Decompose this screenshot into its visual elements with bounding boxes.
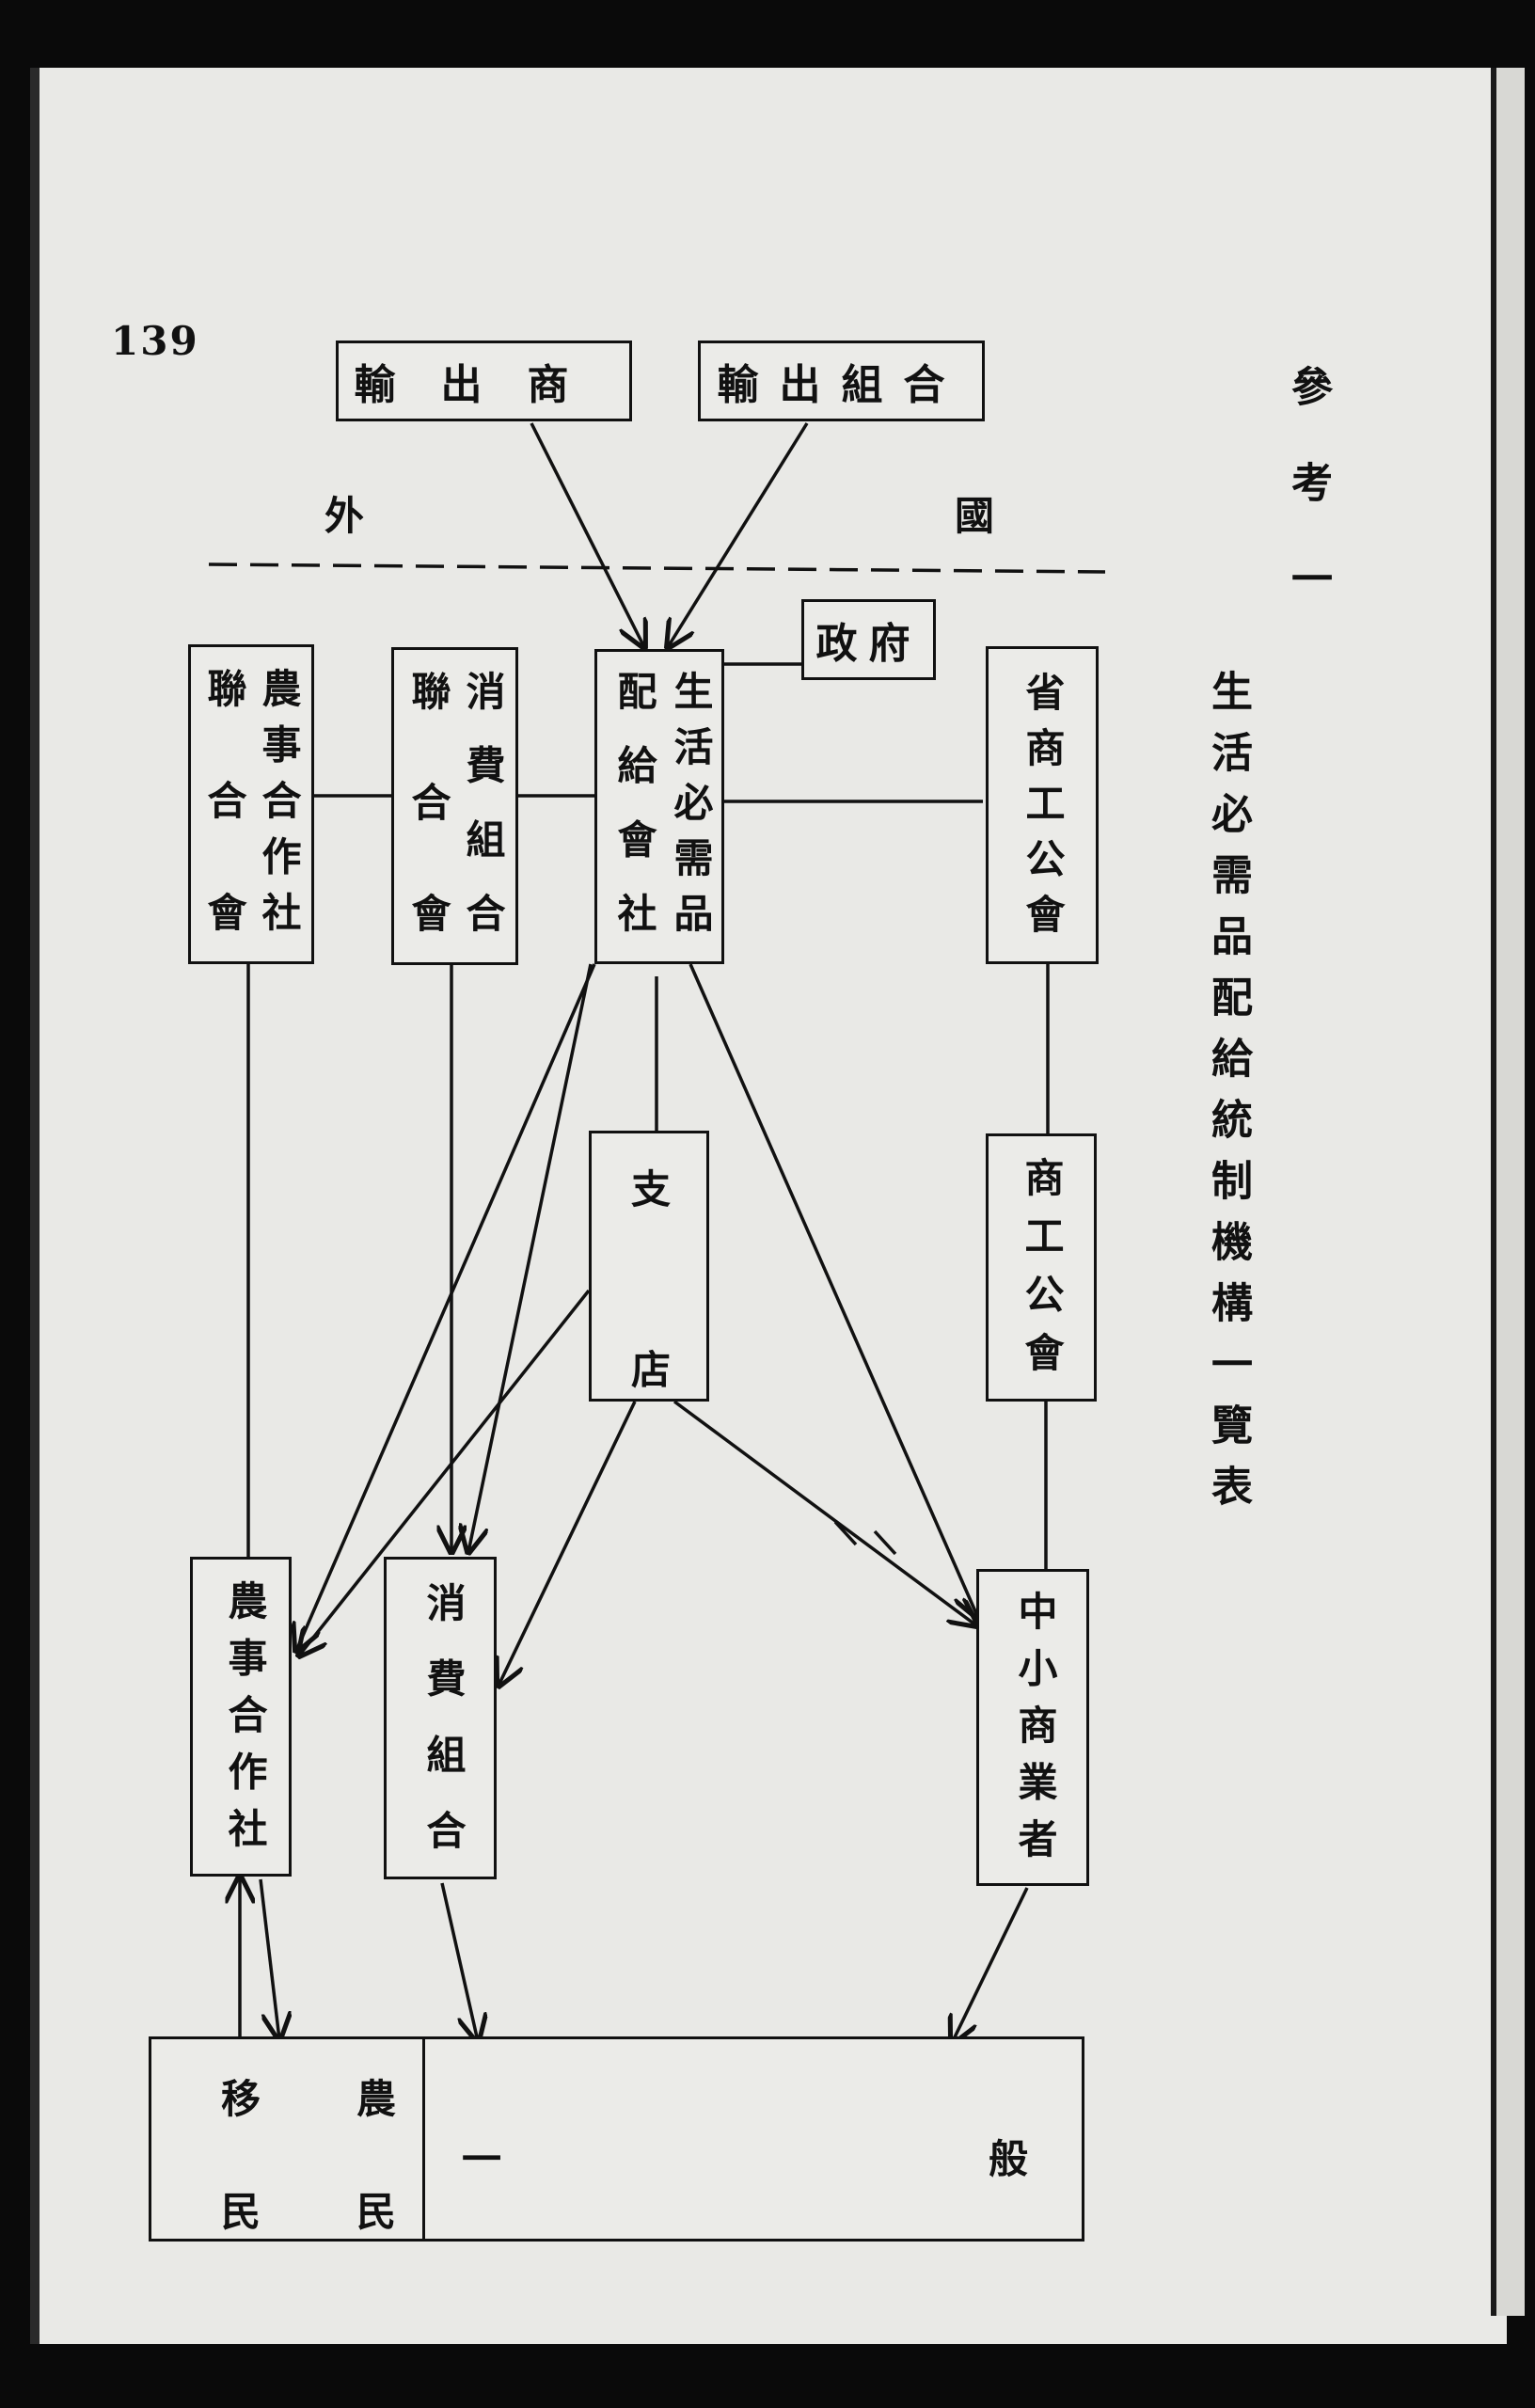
agri-coop-federation-box: 農事合作社 聯合會 xyxy=(188,644,314,964)
agri-coop-label: 農事合作社 xyxy=(222,1580,268,1859)
consumer-union-box: 消費組合 xyxy=(384,1557,497,1879)
boundary-right-label: 國 xyxy=(955,493,995,539)
exporter-box: 輸出商 xyxy=(336,341,632,421)
branch-store-bottom: 店 xyxy=(631,1347,672,1393)
page-edge xyxy=(1491,68,1525,2316)
agri-coop-box: 農事合作社 xyxy=(190,1557,292,1877)
page-number: 139 xyxy=(111,318,199,364)
section-title: 參考一 xyxy=(1284,365,1332,653)
bottom-row-divider xyxy=(422,2039,425,2239)
general-public-left: 一 xyxy=(462,2136,502,2182)
provincial-chamber-label: 省商工公會 xyxy=(1020,672,1066,944)
farmers-bottom-right: 民 xyxy=(356,2189,397,2235)
consumer-union-federation-col2: 聯合會 xyxy=(405,671,451,943)
export-union-box: 輸出組合 xyxy=(698,341,985,421)
central-distributor-col2: 配給會社 xyxy=(611,671,657,943)
consumer-union-federation-col1: 消費組合 xyxy=(460,671,506,943)
small-merchants-box: 中小商業者 xyxy=(976,1569,1089,1886)
central-distributor-box: 生活必需品 配給會社 xyxy=(594,649,724,964)
chamber-box: 商工公會 xyxy=(986,1133,1097,1402)
farmers-bottom-left: 民 xyxy=(221,2189,261,2235)
farmers-top-right: 農 xyxy=(356,2076,397,2122)
agri-coop-federation-col2: 聯合會 xyxy=(201,668,247,943)
exporter-label: 輸出商 xyxy=(354,361,614,409)
government-box: 政府 xyxy=(801,599,936,680)
export-union-label: 輸出組合 xyxy=(717,361,966,409)
consumer-union-federation-box: 消費組合 聯合會 xyxy=(391,647,518,965)
bottom-row-box: 農 移 民 民 一 般 xyxy=(149,2036,1084,2242)
small-merchants-label: 中小商業者 xyxy=(1012,1591,1058,1869)
main-title: 生活必需品配給統制機構一覽表 xyxy=(1204,670,1252,1526)
central-distributor-col1: 生活必需品 xyxy=(668,671,714,943)
general-public-right: 般 xyxy=(989,2136,1029,2182)
farmers-top-left: 移 xyxy=(221,2076,261,2122)
branch-store-top: 支 xyxy=(631,1166,672,1212)
branch-store-box: 支 店 xyxy=(589,1131,709,1402)
government-label: 政府 xyxy=(815,620,922,668)
agri-coop-federation-col1: 農事合作社 xyxy=(256,668,302,943)
consumer-union-label: 消費組合 xyxy=(420,1582,467,1861)
boundary-left-label: 外 xyxy=(324,493,365,539)
provincial-chamber-box: 省商工公會 xyxy=(986,646,1099,964)
chamber-label: 商工公會 xyxy=(1019,1157,1065,1383)
